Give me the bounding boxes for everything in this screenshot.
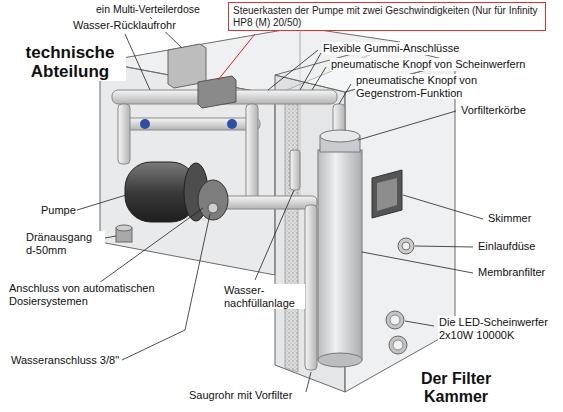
leader-line	[405, 321, 434, 326]
callout-box: Steuerkasten der Pumpe mit zwei Geschwin…	[228, 2, 546, 31]
pipe	[290, 150, 300, 190]
callout-label: pneumatische Knopf von Gegenstrom-Funkti…	[355, 74, 502, 99]
leader-line	[125, 34, 150, 90]
callout-label: Saugrohr mit Vorfilter	[188, 389, 293, 402]
control-box-pointer	[218, 34, 255, 80]
pump	[125, 162, 228, 222]
callout-label: Wasseranschluss 3/8"	[10, 354, 120, 367]
skimmer	[372, 170, 402, 218]
skimmer	[377, 178, 397, 211]
pump	[198, 180, 228, 220]
leader-line	[358, 111, 456, 140]
valve	[140, 119, 237, 129]
leader-line	[105, 236, 116, 238]
inlet-nozzle	[398, 238, 414, 254]
callout-label: Einlaufdüse	[477, 240, 537, 253]
membrane-filter	[318, 150, 362, 360]
led-spotlight	[386, 311, 404, 329]
callout-label: ein Multi-Verteilerdose	[95, 3, 201, 15]
leader-line	[306, 372, 311, 392]
control-box	[198, 76, 236, 108]
leader-line	[362, 252, 473, 273]
drain-outlet	[116, 225, 132, 242]
valve	[227, 119, 237, 129]
callout-label: Flexible Gummi-Anschlüsse	[322, 42, 460, 55]
callout-label: Wasser- nachfüllanlage	[223, 284, 305, 309]
pipe	[118, 104, 130, 164]
drain-outlet	[116, 225, 132, 231]
membrane-filter	[318, 130, 362, 367]
region-label: Der Filter Kammer	[395, 370, 517, 405]
region-label: technische Abteilung	[14, 44, 126, 81]
callout-label: Vorfilterkörbe	[460, 104, 527, 117]
callout-text: Steuerkasten der Pumpe mit zwei Geschwin…	[233, 5, 541, 28]
valve	[140, 119, 150, 129]
leader-line	[312, 67, 326, 90]
pipe	[246, 104, 258, 200]
leader-line	[403, 195, 483, 219]
callout-label: Die LED-Scheinwerfer 2x10W 10000K	[438, 316, 558, 341]
callout-label: Dränausgang d-50mm	[25, 231, 105, 256]
leader-line	[255, 190, 294, 280]
pipe	[305, 205, 317, 370]
callout-label: Pumpe	[40, 204, 77, 217]
membrane-filter	[318, 353, 362, 367]
led-spotlight	[393, 340, 403, 350]
leader-line	[339, 84, 351, 104]
pipe	[120, 118, 260, 130]
inlet-nozzle	[398, 238, 414, 254]
membrane-filter	[320, 130, 360, 142]
callout-label: pneumatische Knopf von Scheinwerfern	[330, 58, 526, 71]
inlet-nozzle	[402, 242, 410, 250]
leader-line	[300, 53, 321, 90]
callout-label: Wasser-Rücklaufrohr	[72, 19, 177, 32]
leader-line	[415, 246, 473, 247]
pump	[208, 203, 218, 213]
control-box-pointer	[218, 34, 255, 80]
led-spotlight	[386, 311, 407, 354]
tank-housing	[285, 100, 298, 372]
leader-line	[74, 195, 126, 211]
leader-line	[268, 50, 318, 90]
skimmer	[372, 170, 402, 218]
callout-label: Anschluss von automatischen Dosiersystem…	[8, 282, 175, 307]
control-box	[198, 76, 236, 108]
led-spotlight	[389, 336, 407, 354]
callout-label: Membranfilter	[477, 266, 546, 279]
callout-label: Skimmer	[487, 212, 532, 225]
pipe	[112, 90, 345, 370]
led-spotlight	[390, 315, 400, 325]
leader-line	[92, 208, 203, 288]
